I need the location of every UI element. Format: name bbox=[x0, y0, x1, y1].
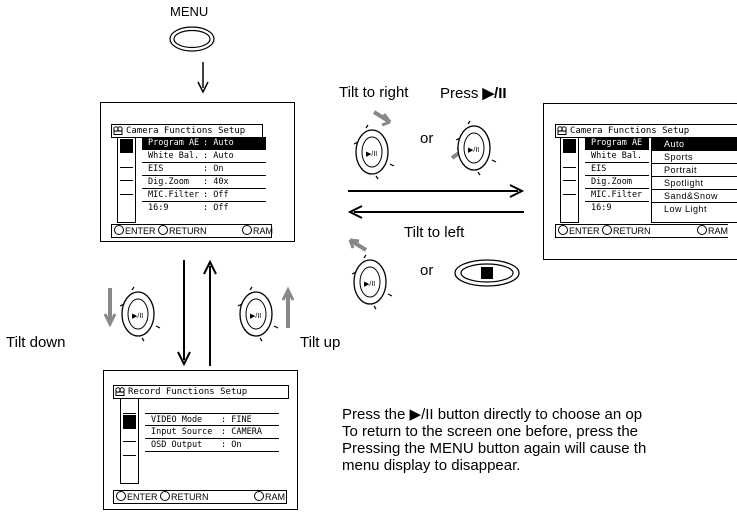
camera-icon bbox=[557, 126, 567, 135]
joystick-tilt-right: ▶/II bbox=[353, 110, 395, 180]
row-input-source[interactable]: Input Source: CAMERA bbox=[145, 426, 279, 439]
option-auto[interactable]: Auto bbox=[652, 138, 737, 151]
option-low-light[interactable]: Low Light bbox=[664, 204, 708, 214]
row-mic-filter[interactable]: MIC.Filter: Off bbox=[142, 189, 266, 202]
screen-title: Camera Functions Setup bbox=[111, 124, 263, 138]
menu-button[interactable] bbox=[168, 24, 216, 54]
record-functions-screen: Record Functions Setup VIDEO Mode: FINE … bbox=[103, 370, 298, 510]
camera-icon bbox=[115, 387, 125, 396]
program-ae-options-screen: Camera Functions Setup Program AE White … bbox=[543, 103, 737, 260]
svg-text:▶/II: ▶/II bbox=[364, 281, 375, 288]
instruction-notes: Press the ▶/II button directly to choose… bbox=[342, 406, 737, 474]
joystick-tilt-down: ▶/II bbox=[104, 286, 161, 342]
menu-label: MENU bbox=[170, 4, 209, 19]
svg-text:▶/II: ▶/II bbox=[132, 313, 143, 320]
or-label-1: or bbox=[420, 130, 434, 147]
display-functions-icon[interactable] bbox=[123, 428, 136, 442]
card-functions-icon[interactable] bbox=[123, 456, 136, 469]
camera-functions-icon[interactable] bbox=[123, 400, 136, 414]
card-functions-icon[interactable] bbox=[563, 195, 576, 208]
initial-setup-icon[interactable] bbox=[123, 442, 136, 456]
svg-text:▶/II: ▶/II bbox=[250, 313, 261, 320]
return-icon bbox=[160, 491, 171, 501]
return-icon bbox=[602, 225, 613, 235]
menu-icon-column bbox=[117, 137, 136, 223]
joystick-tilt-left: ▶/II bbox=[348, 238, 393, 310]
note-line-2: To return to the screen one before, pres… bbox=[342, 423, 639, 440]
screen-title: Camera Functions Setup bbox=[555, 124, 737, 138]
horizontal-arrows bbox=[347, 184, 525, 219]
row-program-ae[interactable]: Program AE: Auto bbox=[142, 137, 266, 150]
row-video-mode[interactable]: VIDEO Mode: FINE bbox=[145, 413, 279, 426]
record-functions-icon[interactable] bbox=[120, 154, 133, 168]
record-functions-icon[interactable] bbox=[123, 415, 136, 429]
press-label: Press ▶/II bbox=[440, 85, 507, 102]
row-white-bal[interactable]: White Bal.: Auto bbox=[142, 150, 266, 163]
note-line-1: Press the ▶/II button directly to choose… bbox=[342, 406, 643, 423]
initial-setup-icon[interactable] bbox=[120, 181, 133, 195]
option-spotlight[interactable]: Spotlight bbox=[652, 177, 737, 190]
row-white-bal[interactable]: White Bal. bbox=[585, 150, 649, 163]
program-ae-options-list: Auto Sports Portrait Spotlight Sand&Snow… bbox=[651, 137, 737, 223]
camera-icon bbox=[113, 126, 123, 135]
menu-icon-column bbox=[120, 398, 139, 484]
display-functions-icon[interactable] bbox=[563, 167, 576, 181]
screen-title: Record Functions Setup bbox=[113, 385, 289, 399]
menu-icon-column bbox=[560, 137, 579, 223]
ram-icon bbox=[697, 225, 707, 235]
row-dig-zoom[interactable]: Dig.Zoom: 40x bbox=[142, 176, 266, 189]
tilt-right-label: Tilt to right bbox=[339, 84, 409, 101]
camera-functions-icon[interactable] bbox=[120, 139, 133, 153]
tilt-down-label: Tilt down bbox=[6, 334, 66, 351]
enter-icon bbox=[116, 491, 126, 501]
row-eis[interactable]: EIS bbox=[585, 163, 649, 176]
row-osd-output[interactable]: OSD Output: On bbox=[145, 439, 279, 452]
joystick-tilt-up: ▶/II bbox=[237, 286, 295, 342]
option-portrait[interactable]: Portrait bbox=[652, 164, 737, 177]
camera-functions-icon[interactable] bbox=[563, 139, 576, 153]
row-dig-zoom[interactable]: Dig.Zoom bbox=[585, 176, 649, 189]
svg-text:▶/II: ▶/II bbox=[468, 147, 479, 154]
enter-icon bbox=[114, 225, 124, 235]
card-functions-icon[interactable] bbox=[120, 195, 133, 208]
option-sand-snow[interactable]: Sand&Snow bbox=[652, 190, 737, 203]
row-mic-filter[interactable]: MIC.Filter bbox=[585, 189, 649, 202]
row-eis[interactable]: EIS: On bbox=[142, 163, 266, 176]
svg-text:▶/II: ▶/II bbox=[366, 151, 377, 158]
option-sports[interactable]: Sports bbox=[652, 151, 737, 164]
arrow-down-from-menu bbox=[197, 62, 209, 94]
row-program-ae[interactable]: Program AE bbox=[585, 137, 649, 150]
screen-footer: ENTER RETURN RAM bbox=[113, 490, 287, 504]
vertical-arrows bbox=[177, 259, 217, 367]
ram-icon bbox=[242, 225, 252, 235]
record-functions-icon[interactable] bbox=[563, 154, 576, 168]
tilt-left-label: Tilt to left bbox=[404, 224, 465, 241]
screen-footer: ENTER RETURN RAM bbox=[555, 224, 728, 238]
tilt-up-label: Tilt up bbox=[300, 334, 341, 351]
screen-footer: ENTER RETURN RAM bbox=[111, 224, 273, 238]
camera-functions-screen: Camera Functions Setup Program AE: Auto … bbox=[100, 102, 295, 242]
note-line-3: Pressing the MENU button again will caus… bbox=[342, 440, 647, 457]
initial-setup-icon[interactable] bbox=[563, 181, 576, 195]
or-label-2: or bbox=[420, 262, 434, 279]
ram-icon bbox=[254, 491, 264, 501]
row-16-9[interactable]: 16:9 bbox=[591, 203, 612, 213]
row-16-9[interactable]: 16:9: Off bbox=[148, 203, 229, 213]
note-line-4: menu display to disappear. bbox=[342, 457, 521, 474]
stop-button[interactable] bbox=[452, 256, 522, 290]
joystick-press: ▶/II bbox=[450, 120, 497, 176]
return-icon bbox=[158, 225, 169, 235]
enter-icon bbox=[558, 225, 568, 235]
display-functions-icon[interactable] bbox=[120, 167, 133, 181]
